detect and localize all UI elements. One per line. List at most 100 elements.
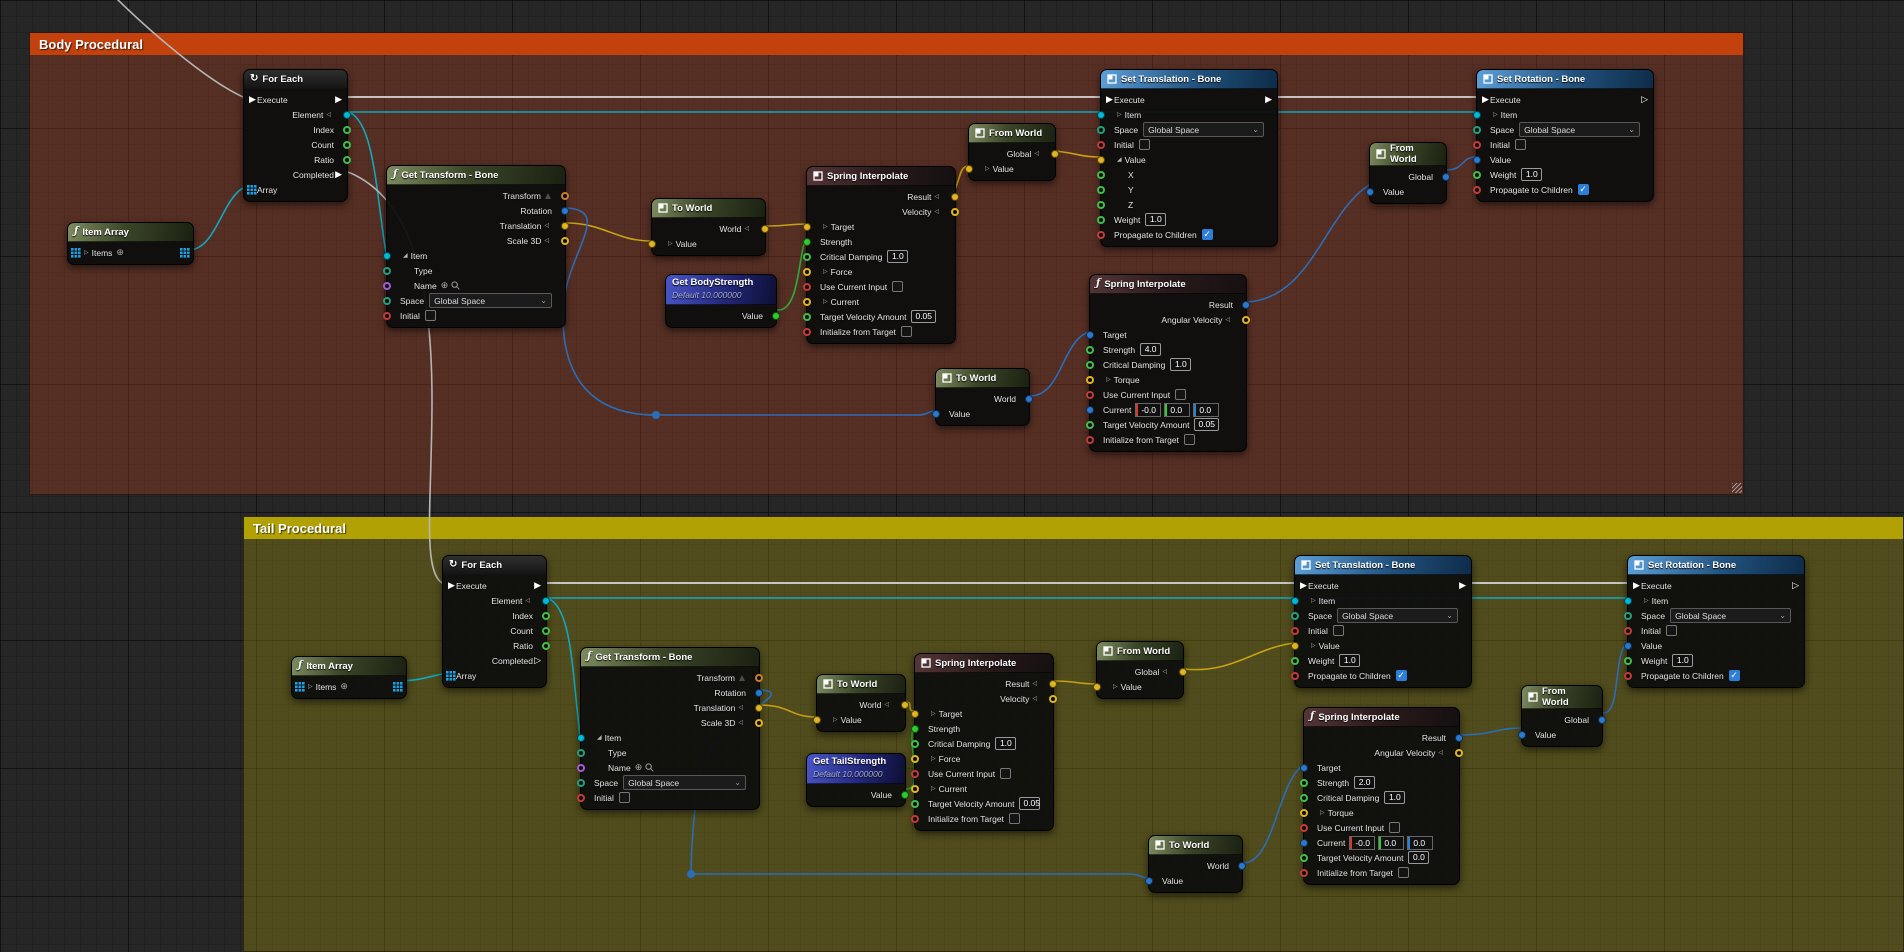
initialize-from-target-input-pin[interactable] xyxy=(1086,435,1094,444)
element-output-pin[interactable] xyxy=(343,110,351,119)
value-input-pin[interactable] xyxy=(1093,682,1101,691)
world-output-pin[interactable] xyxy=(761,224,769,233)
world-expander-icon[interactable]: ◁ xyxy=(744,225,749,232)
plus-icon[interactable]: ⊕ xyxy=(340,681,348,691)
value-input-pin[interactable] xyxy=(1145,876,1153,885)
space-input-pin[interactable] xyxy=(1473,125,1481,134)
value-input-pin[interactable] xyxy=(1366,187,1374,196)
to-world-body-2-header[interactable]: To World xyxy=(936,369,1029,388)
propagate-to-children-input-pin[interactable] xyxy=(1291,671,1299,680)
weight-value-box[interactable]: 1.0 xyxy=(1521,168,1543,181)
ratio-output-pin[interactable] xyxy=(542,641,550,650)
target-velocity-amount-input-pin[interactable] xyxy=(911,799,919,808)
from-world-tail-2-header[interactable]: From World xyxy=(1522,686,1602,709)
item-expander-icon[interactable]: ◢ xyxy=(403,252,408,259)
element-expander-icon[interactable]: ◁ xyxy=(326,111,331,118)
from-world-tail-1-header[interactable]: From World xyxy=(1097,642,1183,661)
current-expander-icon[interactable]: ▷ xyxy=(931,785,936,792)
force-input-pin[interactable] xyxy=(911,754,919,763)
rotation-output-pin[interactable] xyxy=(561,206,569,215)
rotation-output-pin[interactable] xyxy=(755,688,763,697)
critical-damping-input-pin[interactable] xyxy=(911,739,919,748)
execute-output-pin[interactable]: ▷ xyxy=(1641,94,1648,104)
strength-input-pin[interactable] xyxy=(1086,345,1094,354)
force-input-pin[interactable] xyxy=(803,267,811,276)
set-translation-tail-header[interactable]: Set Translation - Bone xyxy=(1295,556,1471,575)
items-input-pin[interactable] xyxy=(71,248,81,258)
initialize-from-target-input-pin[interactable] xyxy=(911,814,919,823)
angular-velocity-output-pin[interactable] xyxy=(1455,748,1463,757)
weight-value-box[interactable]: 1.0 xyxy=(1672,654,1694,667)
space-dropdown[interactable]: Global Space⌄ xyxy=(1337,608,1458,623)
execute-input-pin[interactable]: ▶ xyxy=(1106,94,1113,104)
weight-value-box[interactable]: 1.0 xyxy=(1145,213,1167,226)
initial-input-pin[interactable] xyxy=(577,793,585,802)
scale-3d-output-pin[interactable] xyxy=(755,718,763,727)
items-output-pin[interactable] xyxy=(180,248,190,258)
search-icon[interactable] xyxy=(451,281,460,290)
item-input-pin[interactable] xyxy=(383,251,391,260)
transform-output-pin[interactable] xyxy=(755,673,763,682)
velocity-expander-icon[interactable]: ◁ xyxy=(934,208,939,215)
y-input-pin[interactable] xyxy=(1097,185,1105,194)
value-expander-icon[interactable]: ▷ xyxy=(833,716,838,723)
current-axis-0-input[interactable]: -0.0 xyxy=(1349,835,1376,850)
current-axis-2-input[interactable]: 0.0 xyxy=(1407,835,1434,850)
initial-checkbox[interactable] xyxy=(424,310,436,321)
result-output-pin[interactable] xyxy=(1049,679,1057,688)
angular-velocity-expander-icon[interactable]: ◁ xyxy=(1225,316,1230,323)
use-current-input-input-pin[interactable] xyxy=(911,769,919,778)
scale-3d-expander-icon[interactable]: ◁ xyxy=(738,719,743,726)
initial-input-pin[interactable] xyxy=(383,311,391,320)
translation-expander-icon[interactable]: ◁ xyxy=(738,704,743,711)
use-current-input-checkbox[interactable] xyxy=(1389,822,1401,833)
execute-output-pin[interactable]: ▶ xyxy=(1459,580,1466,590)
set-rotation-body-header[interactable]: Set Rotation - Bone xyxy=(1477,70,1653,89)
to-world-tail-2-header[interactable]: To World xyxy=(1149,836,1242,855)
angular-velocity-output-pin[interactable] xyxy=(1242,315,1250,324)
name-input-pin[interactable] xyxy=(577,763,585,772)
x-input-pin[interactable] xyxy=(1097,170,1105,179)
world-output-pin[interactable] xyxy=(1025,394,1033,403)
execute-input-pin[interactable]: ▶ xyxy=(1482,94,1489,104)
execute-output-pin[interactable]: ▷ xyxy=(1792,580,1799,590)
execute-input-pin[interactable]: ▶ xyxy=(1300,580,1307,590)
element-output-pin[interactable] xyxy=(542,596,550,605)
spring-interpolate-tail-1-header[interactable]: Spring Interpolate xyxy=(915,654,1053,673)
z-input-pin[interactable] xyxy=(1097,200,1105,209)
translation-output-pin[interactable] xyxy=(561,221,569,230)
plus-icon[interactable]: ⊕ xyxy=(116,247,124,257)
weight-input-pin[interactable] xyxy=(1473,170,1481,179)
propagate-to-children-checkbox[interactable]: ✓ xyxy=(1577,184,1589,195)
weight-input-pin[interactable] xyxy=(1097,215,1105,224)
value-input-pin[interactable] xyxy=(1473,155,1481,164)
execute-output-pin[interactable]: ▶ xyxy=(335,94,342,104)
initial-checkbox[interactable] xyxy=(1138,139,1150,150)
space-input-pin[interactable] xyxy=(1624,611,1632,620)
array-input-pin[interactable] xyxy=(446,671,456,681)
critical-damping-input-pin[interactable] xyxy=(1086,360,1094,369)
propagate-to-children-checkbox[interactable]: ✓ xyxy=(1728,670,1740,681)
element-expander-icon[interactable]: ◁ xyxy=(525,597,530,604)
global-expander-icon[interactable]: ◁ xyxy=(1034,150,1039,157)
use-current-input-checkbox[interactable] xyxy=(1175,389,1187,400)
critical-damping-value-box[interactable]: 1.0 xyxy=(995,737,1017,750)
weight-input-pin[interactable] xyxy=(1291,656,1299,665)
execute-input-pin[interactable]: ▶ xyxy=(448,580,455,590)
